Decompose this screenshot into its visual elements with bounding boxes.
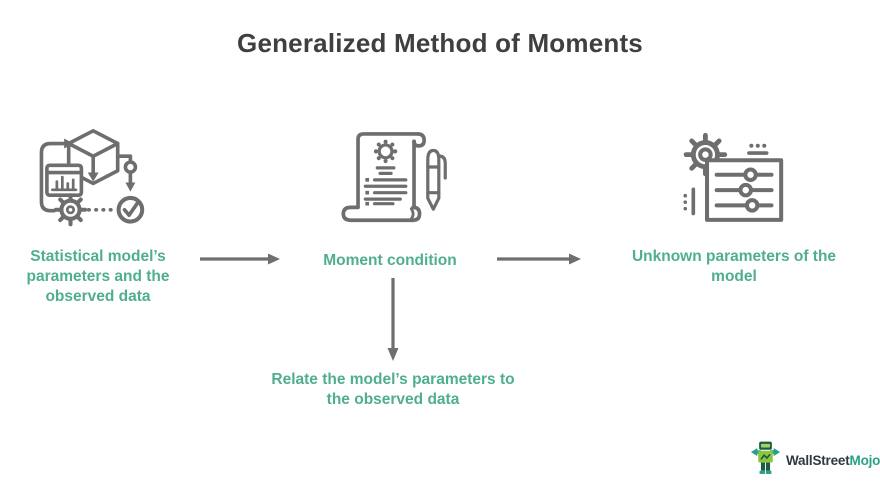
logo-text-accent: Mojo [849, 453, 880, 468]
step-label-line: Unknown parameters of the [631, 248, 837, 265]
wallstreetmojo-mascot-icon [750, 441, 781, 480]
moment-condition-document-icon [336, 122, 448, 234]
step-label-line: Statistical model’s [30, 248, 166, 265]
relation-label-line: Relate the model’s parameters to [271, 371, 515, 388]
statistical-model-data-icon [36, 124, 154, 232]
step-label-line: Moment condition [323, 252, 457, 269]
step-label-line: observed data [45, 288, 151, 305]
wallstreetmojo-logo: WallStreetMojo [750, 441, 880, 480]
logo-text-primary: WallStreet [786, 453, 850, 468]
relation-label-line: the observed data [326, 391, 460, 408]
step-label-unknown-parameters: Unknown parameters of the model [608, 247, 860, 287]
step-label-line: model [711, 268, 757, 285]
step-label-line: parameters and the [26, 268, 170, 285]
arrow-moment-to-parameters [496, 252, 582, 271]
arrow-inputs-to-moment [199, 252, 281, 271]
page-title: Generalized Method of Moments [237, 28, 643, 58]
unknown-parameters-icon [678, 126, 786, 230]
step-label-statistical-model: Statistical model’s parameters and the o… [5, 247, 191, 307]
arrow-moment-to-relation [386, 278, 400, 367]
relation-label: Relate the model’s parameters to the obs… [240, 370, 546, 410]
wallstreetmojo-logo-text: WallStreetMojo [786, 453, 880, 468]
step-label-moment-condition: Moment condition [290, 251, 490, 271]
